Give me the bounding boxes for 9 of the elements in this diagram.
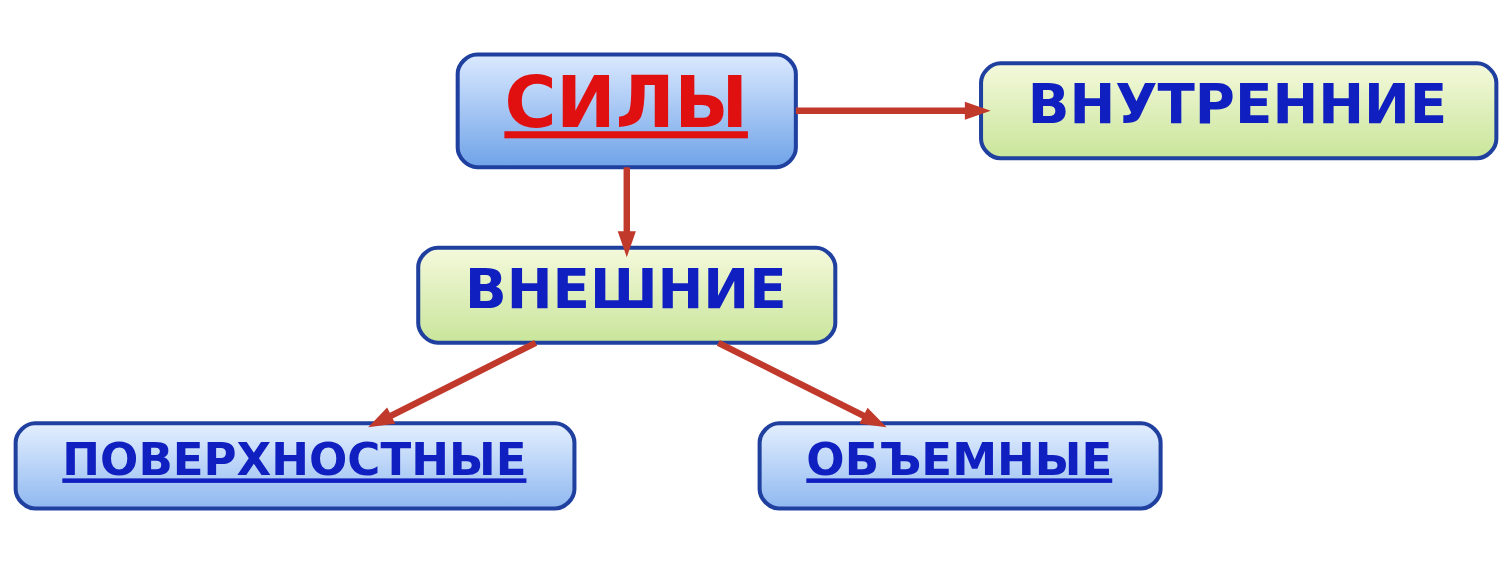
node-box: ПОВЕРХНОСТНЫЕ	[13, 420, 577, 511]
arrow	[368, 339, 538, 427]
node-box: СИЛЫ	[455, 51, 798, 169]
arrow	[795, 101, 991, 120]
node-box: ВНУТРЕННИЕ	[979, 60, 1499, 160]
arrow	[716, 339, 887, 427]
node-box: ОБЪЕМНЫЕ	[757, 420, 1163, 511]
node-box: ВНЕШНИЕ	[416, 245, 838, 345]
arrow	[617, 166, 636, 257]
